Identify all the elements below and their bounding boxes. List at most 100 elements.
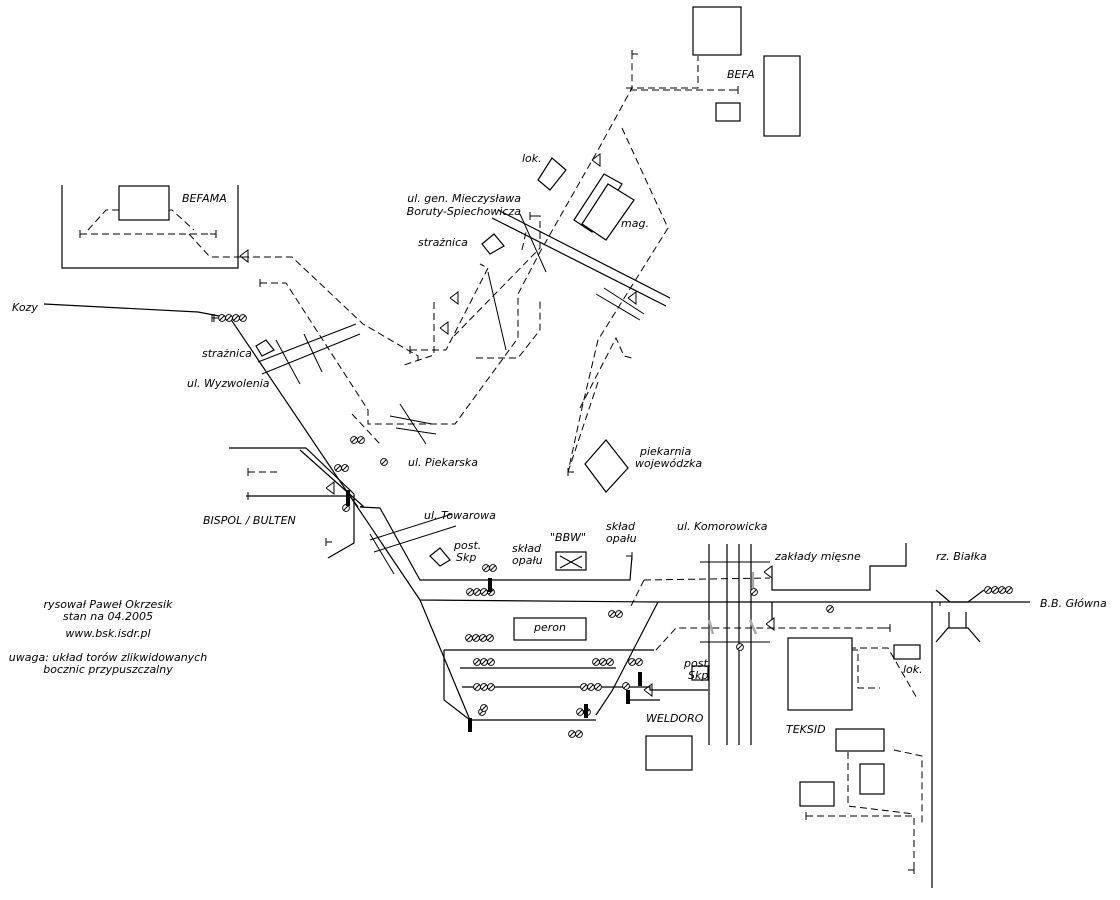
label-lok-right: lok.	[903, 663, 923, 676]
trap-point-6	[763, 565, 773, 579]
label-straznica-left: strażnica	[202, 347, 252, 360]
signal-lamp-slash-6-1	[600, 659, 606, 665]
label-teksid: TEKSID	[786, 723, 826, 736]
label-weldoro: WELDORO	[646, 712, 704, 725]
signal-lamp-slash-0-0	[219, 315, 225, 321]
signal-lamp-slash-10-1	[358, 437, 364, 443]
signal-lamp-slash-8-2	[999, 587, 1005, 593]
building-7	[645, 735, 693, 771]
label-befa: BEFA	[727, 68, 755, 81]
signal-lamp-slash-14-1	[636, 659, 642, 665]
label-street-komorowicka: ul. Komorowicka	[677, 520, 768, 533]
signal-lamp-slash-11-0	[335, 465, 341, 471]
dismantled-track-10	[626, 56, 699, 89]
signal-lamp-slash-17-0	[577, 709, 583, 715]
signal-lamp-slash-2-1	[473, 635, 479, 641]
label-post-skp-left-line2: Skp	[456, 551, 476, 564]
active-track-24	[497, 209, 671, 299]
building-4	[513, 617, 587, 641]
active-track-1	[299, 449, 633, 581]
signal-lamp-slash-10-0	[351, 437, 357, 443]
signal-lamp-slash-3-2	[488, 659, 494, 665]
active-track-12	[771, 543, 907, 591]
signal-lamp-slash-13-1	[490, 565, 496, 571]
active-track-6	[443, 650, 471, 721]
trap-point-7	[765, 617, 775, 631]
building-2	[715, 102, 741, 122]
trap-point-2	[439, 321, 449, 335]
dismantled-track-4	[260, 54, 633, 425]
credits: rysował Paweł Okrzesik stan na 04.2005 w…	[9, 598, 207, 676]
signal-lamp-slash-1-0	[467, 589, 473, 595]
signal-lamp-slash-21-0	[737, 644, 743, 650]
street-line-12	[603, 287, 645, 315]
label-street-wyzwolenia: ul. Wyzwolenia	[187, 377, 270, 390]
dismantled-track-5	[351, 413, 381, 445]
label-sklad-opalu-right-line1: skład	[606, 520, 636, 533]
building-11	[799, 781, 835, 807]
label-street-towarowa: ul. Towarowa	[424, 509, 496, 522]
dismantled-track-7	[410, 263, 489, 351]
signal-lamp-slash-2-2	[480, 635, 486, 641]
active-track-10	[612, 686, 708, 691]
dismantled-track-25	[521, 231, 527, 251]
trap-point-8	[643, 683, 653, 697]
active-track-16	[935, 627, 981, 643]
label-lok-top: lok.	[522, 152, 542, 165]
street-line-7	[389, 415, 433, 425]
text-labels: Kozy BEFAMA BEFA lok. ul. gen. Mieczysła…	[12, 68, 1107, 736]
label-post-skp-right-line1: post.	[683, 657, 711, 670]
active-track-3	[246, 495, 359, 508]
active-track-23	[61, 185, 239, 269]
street-line-1	[261, 333, 361, 375]
dismantled-track-21	[838, 647, 919, 701]
building-0	[692, 6, 742, 56]
label-mag: mag.	[621, 217, 649, 230]
signal-lamp-slash-22-0	[481, 705, 487, 711]
active-track-2	[229, 447, 355, 559]
trap-point-4	[627, 291, 637, 305]
label-bbw: "BBW"	[550, 531, 586, 544]
building-12	[893, 644, 921, 660]
street-line-10	[487, 271, 507, 351]
signal-lamp-slash-2-0	[466, 635, 472, 641]
credit-date: stan na 04.2005	[63, 610, 153, 623]
signal-lamp-slash-11-1	[342, 465, 348, 471]
dismantled-track-17	[643, 577, 771, 581]
bbw-cross-b	[559, 555, 583, 569]
label-piekarnia-line2: wojewódzka	[635, 457, 702, 470]
grey-marking-0	[707, 619, 715, 635]
credit-website: www.bsk.isdr.pl	[65, 627, 150, 640]
signal-lamp-slash-1-1	[474, 589, 480, 595]
building-angled-6	[584, 439, 629, 493]
label-rz-bialka: rz. Białka	[936, 550, 987, 563]
dismantled-track-24	[806, 815, 915, 870]
building-1	[763, 55, 801, 137]
building-angled-3	[481, 233, 505, 255]
signal-lamp-slash-0-2	[233, 315, 239, 321]
signal-lamp-slash-4-2	[488, 684, 494, 690]
label-straznica-top: strażnica	[418, 236, 468, 249]
label-street-boruty-line2: Boruty-Spiechowicza	[407, 205, 522, 218]
signal-lamp-slash-14-0	[629, 659, 635, 665]
street-line-5	[373, 525, 457, 553]
buildings	[118, 6, 921, 807]
signal-lamp-slash-8-3	[1006, 587, 1012, 593]
label-post-skp-right-line2: Skp	[688, 669, 708, 682]
signal-lamp-slash-20-0	[751, 589, 757, 595]
signal-lamp-slash-0-1	[226, 315, 232, 321]
signal-lamp-slash-18-0	[569, 731, 575, 737]
street-line-2	[275, 339, 301, 385]
label-street-boruty-line1: ul. gen. Mieczysława	[407, 192, 521, 205]
signal-lamp-slash-7-1	[588, 684, 594, 690]
active-track-15	[935, 589, 985, 603]
building-3	[118, 185, 170, 221]
dismantled-track-9	[476, 300, 541, 359]
building-9	[835, 728, 885, 752]
label-bispol: BISPOL / BULTEN	[203, 514, 296, 527]
street-line-6	[369, 533, 395, 575]
street-crossings	[257, 213, 941, 643]
dismantled-tracks	[80, 54, 923, 870]
active-track-25	[491, 217, 667, 307]
